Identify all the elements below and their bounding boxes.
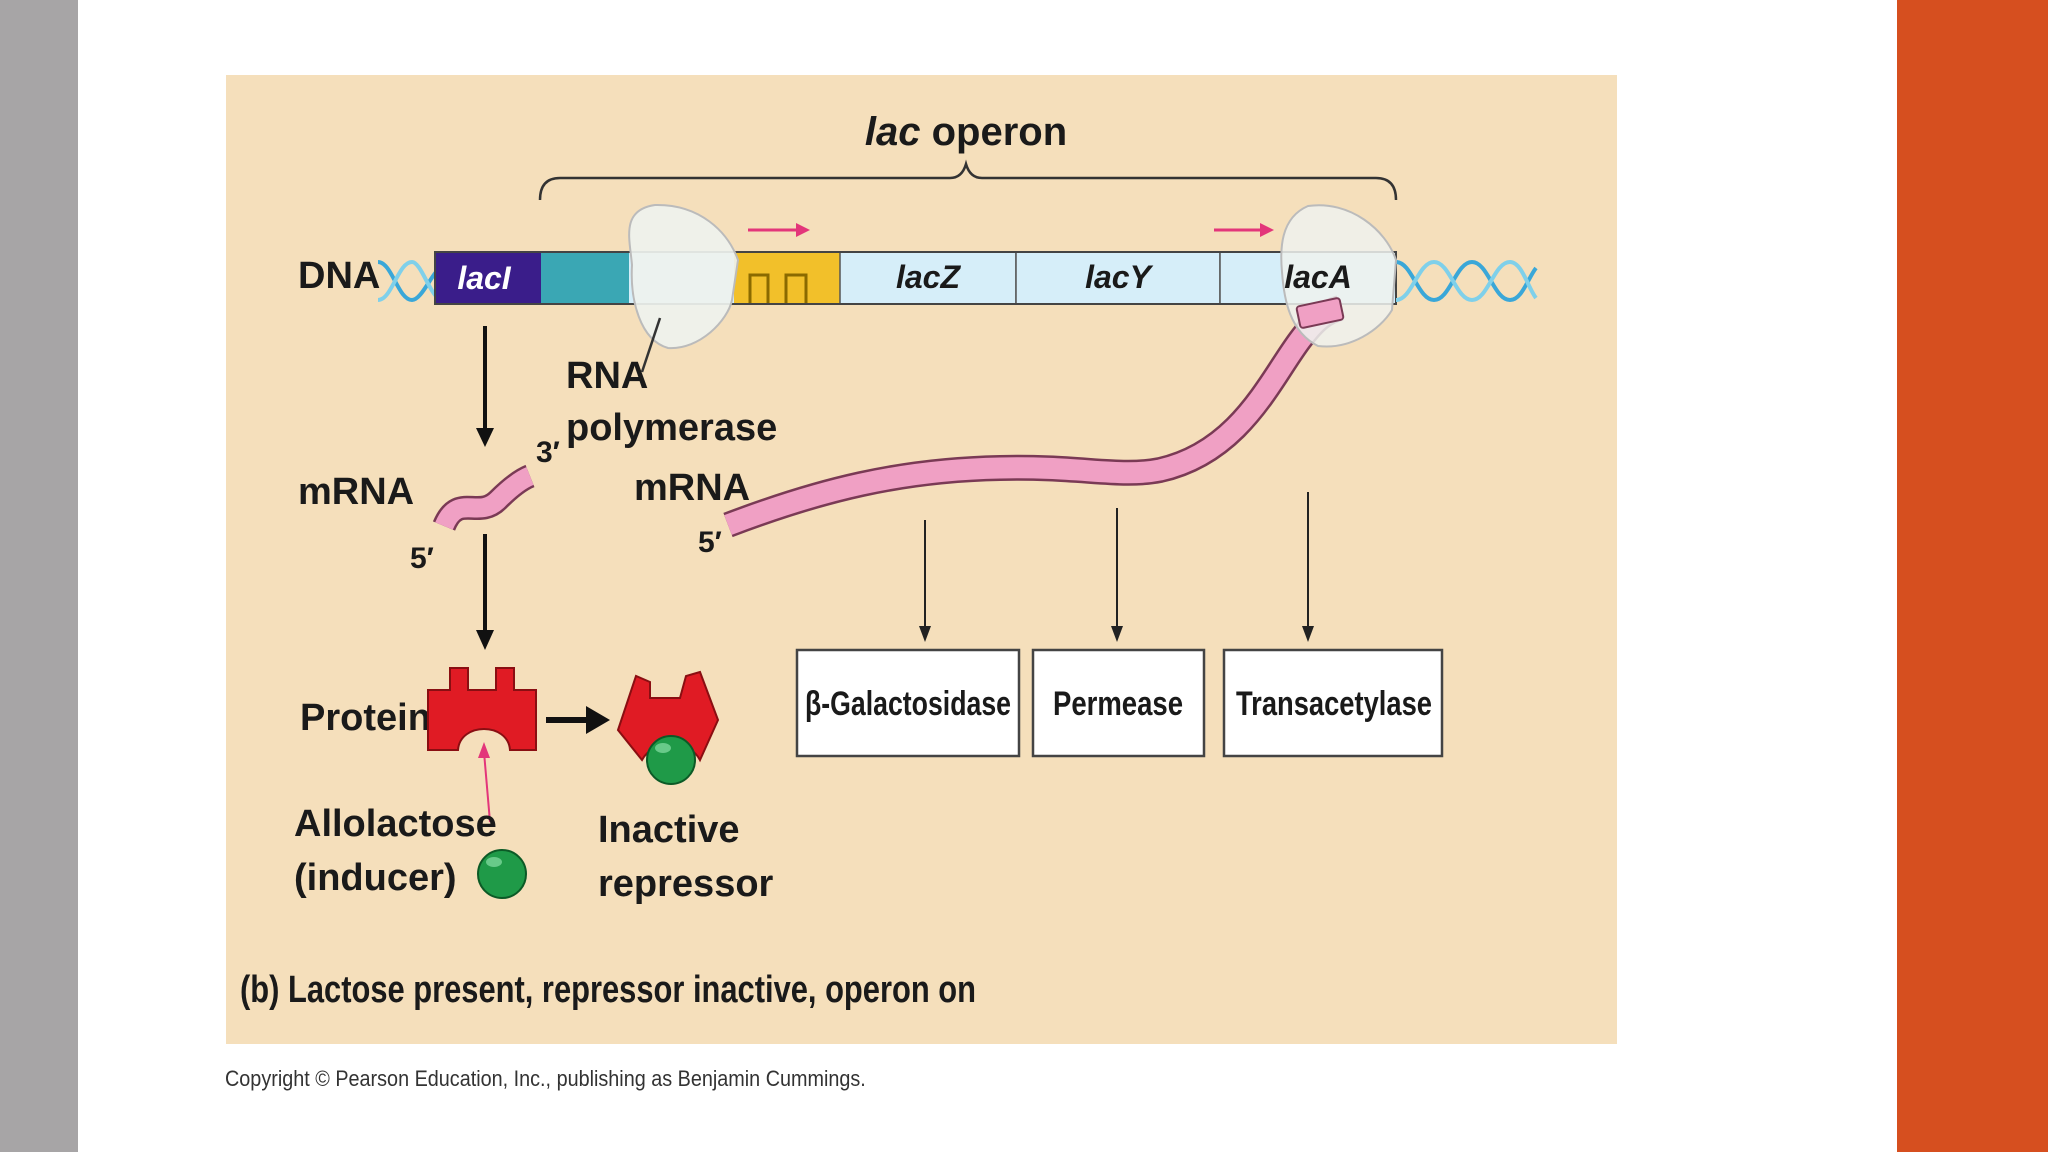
operator-notches bbox=[748, 273, 808, 304]
mrna-left-3prime: 3′ bbox=[536, 436, 560, 469]
enzyme-box-transacetylase bbox=[1222, 648, 1444, 758]
inactive-repressor-label-1: Inactive bbox=[598, 809, 740, 851]
rna-polymerase-left bbox=[628, 203, 740, 350]
allolactose-label-1: Allolactose bbox=[294, 803, 497, 845]
rna-polymerase-label-2: polymerase bbox=[566, 407, 777, 449]
enzyme-box-permease bbox=[1031, 648, 1206, 758]
enzyme-box-galactosidase bbox=[795, 648, 1021, 758]
rna-polymerase-pointer bbox=[640, 317, 662, 373]
mrna-end-tab bbox=[1295, 297, 1345, 329]
arrow-to-inactive-head bbox=[586, 706, 610, 734]
dna-helix-left bbox=[377, 259, 438, 303]
copyright-notice: Copyright © Pearson Education, Inc., pub… bbox=[225, 1066, 866, 1091]
enzyme-arrows bbox=[919, 492, 1314, 642]
mrna-left-label: mRNA bbox=[298, 471, 414, 513]
operator-region bbox=[541, 252, 629, 304]
bound-allolactose bbox=[646, 735, 696, 785]
active-repressor bbox=[427, 667, 537, 751]
mrna-right-5prime: 5′ bbox=[698, 526, 722, 559]
bound-allolactose-highlight bbox=[655, 743, 671, 753]
transcription-arrow-1 bbox=[748, 223, 810, 237]
arrow-laci-to-mrna-head bbox=[476, 428, 494, 447]
laci-gene bbox=[435, 252, 541, 304]
right-decorative-bar bbox=[1897, 0, 2048, 1152]
enzyme-label-permease: Permease bbox=[1053, 685, 1183, 723]
mrna-long-strand-fill bbox=[724, 297, 1344, 535]
arrow-mrna-to-protein-head bbox=[476, 630, 494, 650]
allolactose-molecule bbox=[477, 849, 527, 899]
laca-label: lacA bbox=[1284, 259, 1352, 295]
mrna-right-label: mRNA bbox=[634, 467, 750, 509]
left-decorative-bar bbox=[0, 0, 78, 1152]
protein-label: Protein bbox=[300, 697, 431, 739]
mrna-short-strand-fill bbox=[435, 467, 534, 531]
mrna-left-5prime: 5′ bbox=[410, 542, 434, 575]
enzyme-label-galactosidase: β-Galactosidase bbox=[805, 685, 1011, 723]
operon-title: lac operon bbox=[865, 110, 1067, 154]
operon-bracket bbox=[538, 159, 1398, 201]
figure-caption: (b) Lactose present, repressor inactive,… bbox=[240, 969, 976, 1011]
laci-label: lacI bbox=[457, 260, 511, 296]
dna-bar-outline bbox=[434, 251, 1397, 305]
allolactose-highlight bbox=[486, 857, 502, 867]
lacy-gene bbox=[1015, 251, 1221, 305]
inactive-repressor-label-2: repressor bbox=[598, 863, 774, 905]
dna-label: DNA bbox=[298, 255, 380, 297]
inducer-binding-arrow-head bbox=[478, 742, 490, 758]
allolactose-label-2: (inducer) bbox=[294, 857, 457, 899]
lacz-label: lacZ bbox=[896, 259, 961, 295]
inducer-binding-arrow bbox=[483, 751, 491, 823]
rna-polymerase-label-1: RNA bbox=[566, 355, 648, 397]
enzyme-label-transacetylase: Transacetylase bbox=[1236, 685, 1432, 723]
figure-background bbox=[226, 75, 1617, 1044]
dna-helix-right bbox=[1395, 259, 1538, 303]
transcription-arrow-2 bbox=[1214, 223, 1274, 237]
lacy-label: lacY bbox=[1085, 259, 1153, 295]
